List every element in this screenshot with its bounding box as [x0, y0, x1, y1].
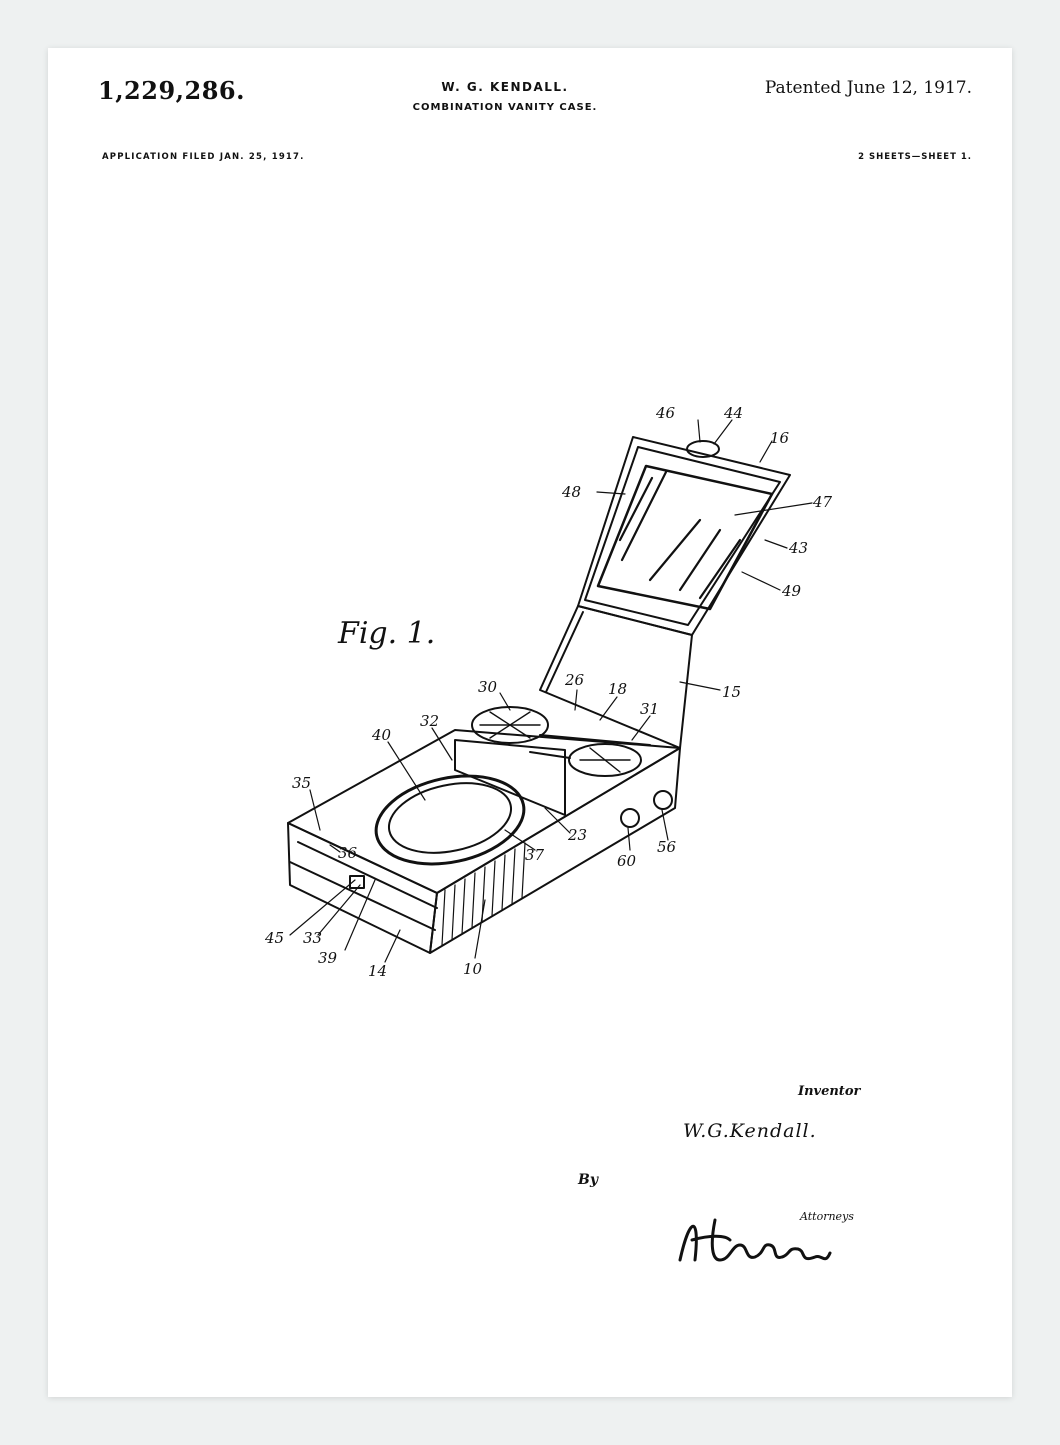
mirror	[596, 464, 774, 611]
ref-48: 48	[561, 483, 581, 501]
powder-puff-right	[568, 743, 642, 777]
ref-47: 47	[812, 493, 833, 511]
lid-inner	[584, 446, 781, 626]
ref-39: 39	[318, 949, 338, 967]
ref-26: 26	[564, 671, 585, 689]
ref-18: 18	[608, 680, 627, 698]
powder-puff-left	[471, 706, 549, 744]
ref-49: 49	[781, 582, 802, 600]
box-side-hatch	[441, 842, 526, 946]
back-panel	[539, 605, 693, 749]
ref-45: 45	[264, 929, 284, 947]
compact-dish	[374, 774, 526, 866]
ref-14: 14	[368, 962, 387, 980]
patent-sheet	[48, 48, 1012, 1397]
ref-31: 31	[640, 700, 659, 718]
ref-44: 44	[723, 404, 743, 422]
inventor-header: W. G. KENDALL.	[441, 80, 569, 94]
figure-label: Fig. 1.	[337, 616, 435, 651]
ref-23: 23	[567, 826, 587, 844]
clasp	[686, 440, 720, 458]
application-filed: APPLICATION FILED JAN. 25, 1917.	[102, 152, 305, 162]
inventor-signature: W.G.Kendall.	[683, 1120, 817, 1142]
sheet-count: 2 SHEETS—SHEET 1.	[858, 152, 972, 162]
patent-date: Patented June 12, 1917.	[764, 78, 972, 98]
patent-title: COMBINATION VANITY CASE.	[412, 102, 598, 113]
ref-33: 33	[303, 929, 322, 947]
mirror-shading	[618, 470, 742, 600]
ref-60: 60	[617, 852, 637, 870]
attorney-caption: Attorneys	[800, 1210, 854, 1223]
ref-15: 15	[722, 683, 741, 701]
ref-10: 10	[463, 960, 483, 978]
ref-16: 16	[770, 429, 790, 447]
partition	[454, 739, 566, 816]
ref-56: 56	[657, 838, 677, 856]
ref-30: 30	[478, 678, 498, 696]
ref-46: 46	[655, 404, 676, 422]
ref-40: 40	[371, 726, 392, 744]
ref-43: 43	[788, 539, 808, 557]
ref-36: 36	[338, 844, 358, 862]
knob-56	[653, 790, 673, 810]
box-side	[429, 747, 681, 954]
ref-35: 35	[292, 774, 311, 792]
patent-number: 1,229,286.	[98, 76, 245, 105]
ref-32: 32	[420, 712, 439, 730]
attorney-signature	[678, 1218, 832, 1262]
ref-37: 37	[525, 846, 545, 864]
knob-60	[620, 808, 640, 828]
by-caption: By	[578, 1172, 598, 1188]
inventor-caption: Inventor	[798, 1084, 861, 1099]
